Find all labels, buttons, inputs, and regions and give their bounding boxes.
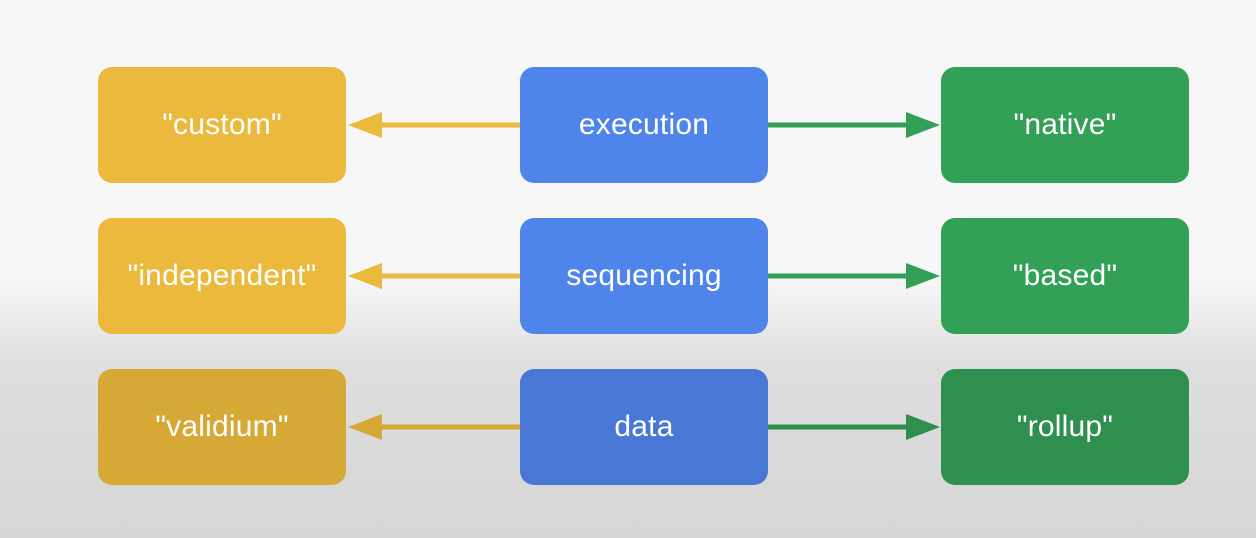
center-box-label: data	[614, 410, 674, 443]
arrow-row2-right	[768, 263, 940, 289]
left-box-label: "validium"	[155, 410, 289, 443]
left-box-label: "custom"	[162, 108, 282, 141]
right-box-label: "based"	[1012, 259, 1118, 292]
left-box-independent: "independent"	[98, 218, 346, 334]
center-box-data: data	[520, 369, 768, 485]
arrow-row3-right	[768, 414, 940, 440]
right-box-label: "native"	[1013, 108, 1117, 141]
center-box-label: execution	[578, 108, 710, 141]
right-box-native: "native"	[941, 67, 1189, 183]
left-box-label: "independent"	[127, 259, 317, 292]
arrow-row2-left	[348, 263, 520, 289]
center-box-sequencing: sequencing	[520, 218, 768, 334]
right-box-label: "rollup"	[1016, 410, 1114, 443]
arrow-row1-left	[348, 112, 520, 138]
arrow-row1-right	[768, 112, 940, 138]
arrow-row3-left	[348, 414, 520, 440]
left-box-validium: "validium"	[98, 369, 346, 485]
right-box-rollup: "rollup"	[941, 369, 1189, 485]
center-box-execution: execution	[520, 67, 768, 183]
left-box-custom: "custom"	[98, 67, 346, 183]
center-box-label: sequencing	[566, 259, 722, 292]
right-box-based: "based"	[941, 218, 1189, 334]
